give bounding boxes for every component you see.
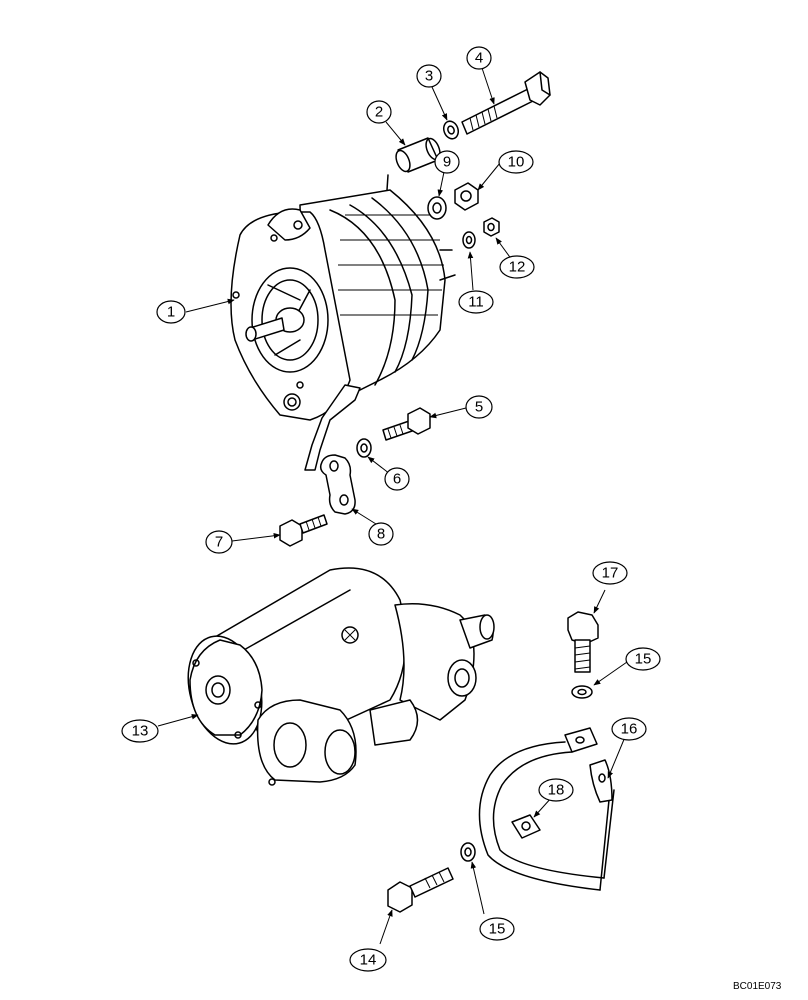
callout-12: 12 [499, 255, 535, 279]
washer-15-upper [571, 685, 593, 699]
bolt-5 [382, 407, 431, 441]
alternator [230, 174, 456, 471]
callout-7: 7 [205, 530, 233, 554]
bolt-7 [279, 514, 328, 547]
callout-15-lower: 15 [479, 917, 515, 941]
callout-6: 6 [384, 467, 410, 491]
callout-18: 18 [538, 778, 574, 802]
callout-16: 16 [611, 717, 647, 741]
svg-text:1: 1 [167, 304, 175, 321]
bolt-14 [387, 867, 454, 913]
svg-text:15: 15 [489, 921, 506, 938]
svg-text:10: 10 [508, 154, 525, 171]
spacer-bushing [395, 137, 441, 173]
svg-text:18: 18 [548, 782, 565, 799]
square-nut-18 [511, 814, 541, 839]
svg-text:2: 2 [375, 104, 383, 121]
callout-15-upper: 15 [625, 647, 661, 671]
svg-text:15: 15 [635, 651, 652, 668]
svg-text:13: 13 [132, 723, 149, 740]
reference-code: BC01E073 [733, 981, 782, 992]
callout-10: 10 [498, 150, 534, 174]
callout-8: 8 [368, 522, 394, 546]
strap-bracket [478, 727, 615, 891]
svg-text:5: 5 [475, 399, 483, 416]
svg-text:3: 3 [425, 68, 433, 85]
callout-1: 1 [156, 300, 186, 324]
leader-lines [157, 67, 628, 945]
svg-text:4: 4 [475, 50, 483, 67]
lock-washer-11 [462, 231, 476, 249]
svg-text:17: 17 [602, 565, 619, 582]
nut-12 [483, 217, 500, 237]
lock-washer-9 [427, 196, 447, 220]
washer-15-lower [460, 842, 476, 862]
svg-text:12: 12 [509, 259, 526, 276]
washer-6 [356, 438, 372, 458]
bolt-17 [567, 611, 599, 673]
starter-motor [187, 567, 495, 786]
link-plate [319, 454, 356, 515]
nut-10 [454, 182, 479, 211]
callout-17: 17 [592, 561, 628, 585]
callout-14: 14 [349, 948, 387, 972]
svg-text:9: 9 [443, 154, 451, 171]
svg-text:16: 16 [621, 721, 638, 738]
callout-13: 13 [121, 719, 159, 743]
svg-text:7: 7 [215, 534, 223, 551]
long-bolt [461, 71, 551, 135]
callout-9: 9 [434, 150, 460, 174]
washer-3 [442, 120, 460, 140]
callout-4: 4 [466, 46, 492, 70]
svg-text:6: 6 [393, 471, 401, 488]
callout-5: 5 [465, 395, 493, 419]
svg-text:11: 11 [468, 294, 484, 311]
svg-text:14: 14 [360, 952, 377, 969]
svg-text:8: 8 [377, 526, 385, 543]
callout-11: 11 [458, 290, 494, 314]
callout-2: 2 [366, 100, 392, 124]
callout-3: 3 [416, 64, 442, 88]
